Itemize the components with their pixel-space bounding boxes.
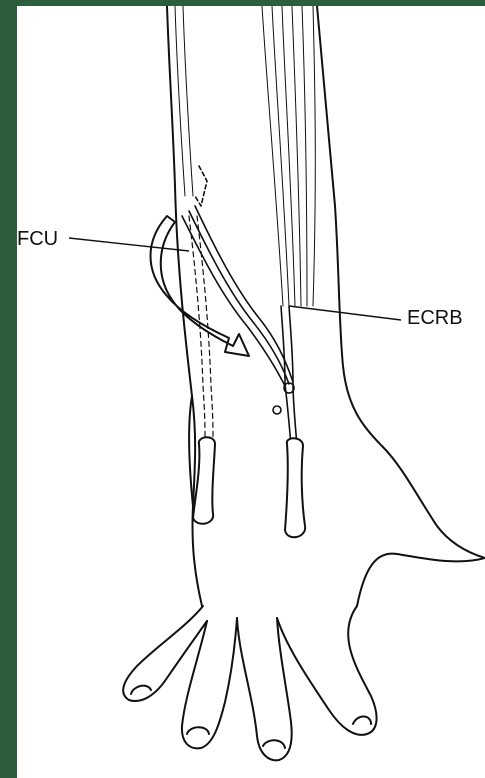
- leader-lines: [17, 6, 485, 778]
- illustration-canvas: FCU ECRB: [17, 6, 485, 778]
- ecrb-leader-line: [289, 306, 401, 320]
- frame-border: [0, 0, 17, 778]
- fcu-leader-line: [69, 238, 189, 251]
